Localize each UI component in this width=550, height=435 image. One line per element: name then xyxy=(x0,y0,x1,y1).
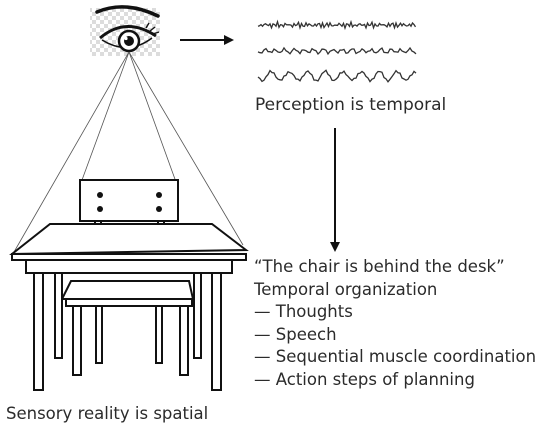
field-of-view-lines xyxy=(13,51,244,253)
quote-text: “The chair is behind the desk” xyxy=(254,257,505,276)
desk-icon xyxy=(9,223,249,391)
list-item-thoughts: — Thoughts xyxy=(254,302,353,321)
perception-label: Perception is temporal xyxy=(255,95,447,115)
chair-icon xyxy=(60,179,195,376)
list-item-muscle-coordination: — Sequential muscle coordination xyxy=(254,347,537,366)
eye-icon xyxy=(90,5,160,56)
list-item-speech: — Speech xyxy=(254,324,337,344)
sensory-reality-label: Sensory reality is spatial xyxy=(6,404,209,423)
waveform-icon xyxy=(257,19,417,83)
temporal-organization-heading: Temporal organization xyxy=(254,279,438,299)
list-item-planning: — Action steps of planning xyxy=(254,369,475,389)
temporal-organization-list: “The chair is behind the desk” Temporal … xyxy=(254,256,536,391)
